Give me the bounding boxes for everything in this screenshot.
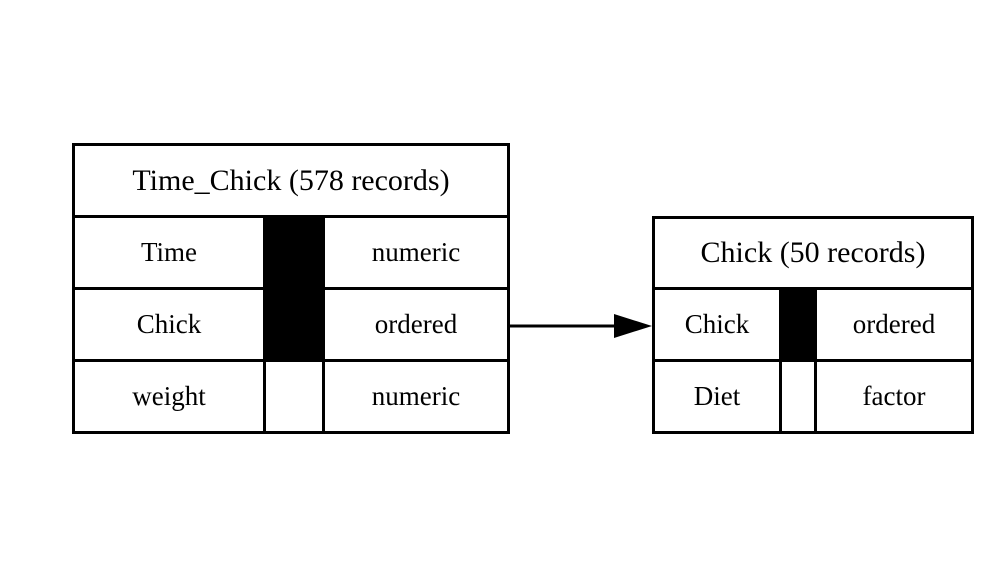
field-type-cell: ordered (814, 290, 971, 359)
primary-key-marker-icon (782, 290, 814, 359)
table-row[interactable]: Time numeric (75, 218, 507, 290)
primary-key-marker-icon (266, 218, 322, 287)
primary-key-marker-icon (266, 290, 322, 359)
arrow-head (614, 314, 652, 338)
table-row[interactable]: Diet factor (655, 362, 971, 431)
entity-title-time-chick: Time_Chick (578 records) (75, 146, 507, 218)
field-type-cell: factor (814, 362, 971, 431)
relationship-arrow-time-chick-to-chick (510, 312, 654, 340)
field-name-cell: Chick (655, 290, 782, 359)
table-row[interactable]: weight numeric (75, 362, 507, 431)
table-row[interactable]: Chick ordered (655, 290, 971, 362)
entity-time-chick[interactable]: Time_Chick (578 records) Time numeric Ch… (72, 143, 510, 434)
entity-title-chick: Chick (50 records) (655, 219, 971, 290)
field-name-cell: weight (75, 362, 266, 431)
key-marker-empty (782, 362, 814, 431)
key-marker-empty (266, 362, 322, 431)
field-name-cell: Time (75, 218, 266, 287)
field-type-cell: numeric (322, 362, 507, 431)
field-name-cell: Chick (75, 290, 266, 359)
table-row[interactable]: Chick ordered (75, 290, 507, 362)
field-type-cell: numeric (322, 218, 507, 287)
field-name-cell: Diet (655, 362, 782, 431)
field-type-cell: ordered (322, 290, 507, 359)
entity-chick[interactable]: Chick (50 records) Chick ordered Diet fa… (652, 216, 974, 434)
arrow-icon (510, 314, 652, 338)
